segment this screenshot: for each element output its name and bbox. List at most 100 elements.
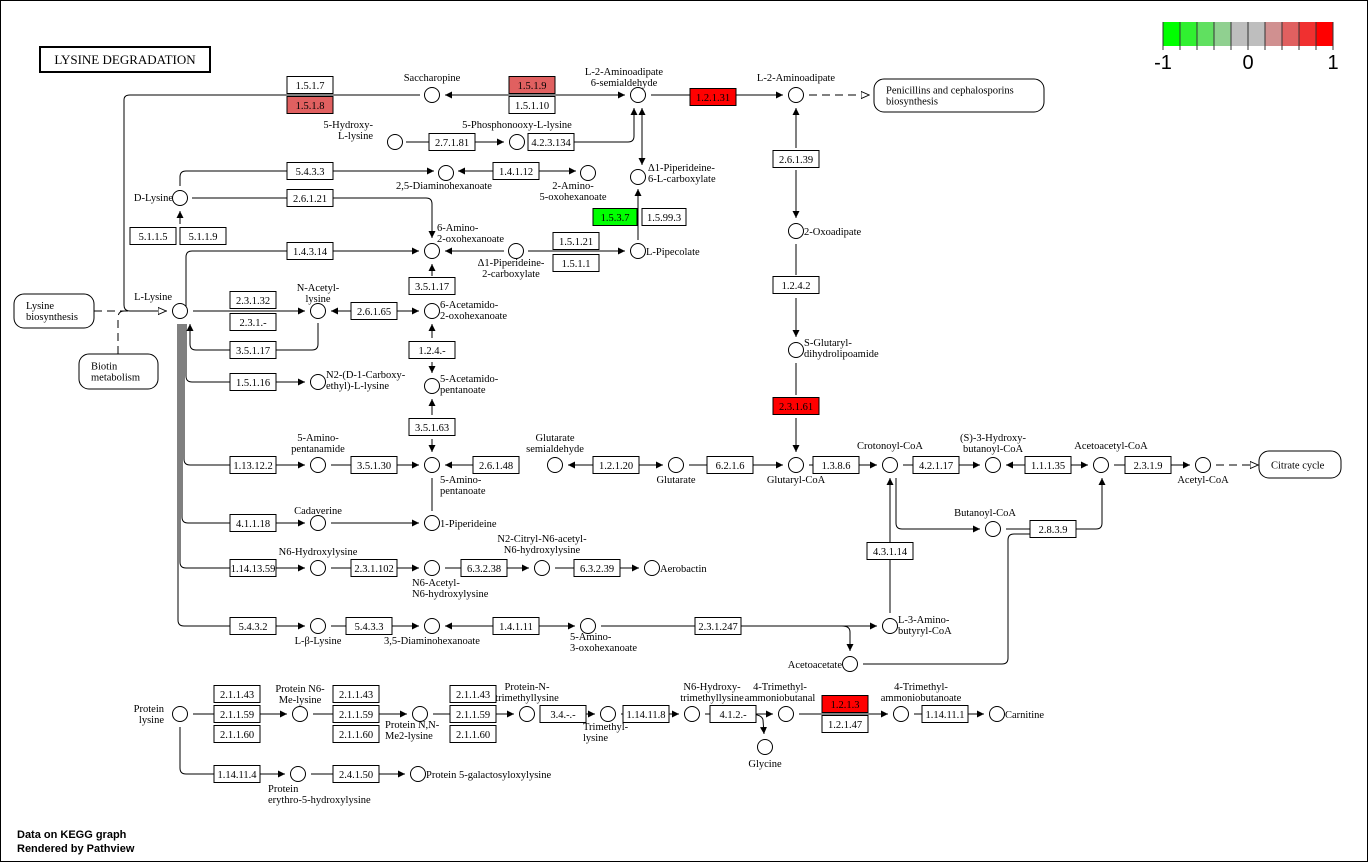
enzyme-box[interactable]: 1.13.12.2: [229, 456, 277, 474]
compound-node[interactable]: Cadaverine: [294, 506, 342, 531]
compound-node[interactable]: Trimethyl-lysine: [583, 706, 629, 745]
enzyme-box[interactable]: 1.5.1.7: [286, 76, 334, 94]
enzyme-box[interactable]: 5.4.3.3: [345, 617, 393, 635]
compound-node[interactable]: 1-Piperideine: [424, 515, 497, 531]
enzyme-box[interactable]: 1.5.1.21: [552, 232, 600, 250]
enzyme-rect[interactable]: [492, 617, 540, 635]
compound-circle[interactable]: [882, 457, 898, 473]
enzyme-box[interactable]: 2.1.1.60: [449, 725, 497, 743]
compound-circle[interactable]: [1093, 457, 1109, 473]
enzyme-rect[interactable]: [229, 456, 277, 474]
enzyme-box[interactable]: 4.2.1.17: [912, 456, 960, 474]
enzyme-rect[interactable]: [1124, 456, 1172, 474]
compound-node[interactable]: Glycine: [748, 739, 782, 771]
enzyme-rect[interactable]: [350, 302, 398, 320]
enzyme-rect[interactable]: [229, 617, 277, 635]
compound-node[interactable]: N6-Hydroxy-trimethyllysine: [680, 682, 744, 722]
compound-circle[interactable]: [310, 374, 326, 390]
enzyme-box[interactable]: 2.6.1.65: [350, 302, 398, 320]
enzyme-rect[interactable]: [213, 725, 261, 743]
compound-node[interactable]: 3,5-Diaminohexanoate: [384, 618, 480, 648]
enzyme-rect[interactable]: [408, 341, 456, 359]
compound-circle[interactable]: [630, 169, 646, 185]
compound-node[interactable]: L-2-Aminoadipate: [757, 73, 835, 103]
enzyme-rect[interactable]: [213, 705, 261, 723]
enzyme-box[interactable]: 1.2.1.3: [821, 695, 869, 713]
enzyme-box[interactable]: 2.3.1.9: [1124, 456, 1172, 474]
enzyme-box[interactable]: 5.1.1.5: [129, 227, 177, 245]
compound-circle[interactable]: [410, 766, 426, 782]
compound-node[interactable]: Saccharopine: [404, 73, 461, 103]
enzyme-rect[interactable]: [213, 765, 261, 783]
enzyme-rect[interactable]: [345, 617, 393, 635]
enzyme-box[interactable]: 1.2.1.47: [821, 715, 869, 733]
compound-node[interactable]: N-Acetyl-lysine: [297, 283, 340, 319]
compound-circle[interactable]: [788, 457, 804, 473]
enzyme-rect[interactable]: [573, 559, 621, 577]
compound-circle[interactable]: [310, 515, 326, 531]
compound-circle[interactable]: [757, 739, 773, 755]
enzyme-rect[interactable]: [229, 313, 277, 331]
enzyme-rect[interactable]: [332, 765, 380, 783]
enzyme-rect[interactable]: [508, 96, 556, 114]
enzyme-box[interactable]: 3.5.1.30: [350, 456, 398, 474]
enzyme-rect[interactable]: [552, 254, 600, 272]
compound-circle[interactable]: [630, 87, 646, 103]
enzyme-box[interactable]: 1.14.11.1: [921, 705, 969, 723]
compound-circle[interactable]: [424, 87, 440, 103]
enzyme-rect[interactable]: [286, 189, 334, 207]
compound-node[interactable]: L-Lysine: [134, 292, 188, 319]
enzyme-rect[interactable]: [622, 705, 670, 723]
compound-node[interactable]: Δ1-Piperideine-6-L-carboxylate: [630, 163, 716, 185]
enzyme-rect[interactable]: [332, 685, 380, 703]
enzyme-rect[interactable]: [539, 705, 587, 723]
enzyme-rect[interactable]: [772, 397, 820, 415]
compound-node[interactable]: N6-Acetyl-N6-hydroxylysine: [412, 560, 489, 601]
compound-node[interactable]: Protein N6-Me-lysine: [275, 684, 325, 722]
compound-circle[interactable]: [509, 134, 525, 150]
enzyme-rect[interactable]: [449, 685, 497, 703]
compound-node[interactable]: Δ1-Piperideine-2-carboxylate: [478, 243, 545, 281]
compound-node[interactable]: L-β-Lysine: [295, 618, 342, 648]
compound-circle[interactable]: [989, 706, 1005, 722]
enzyme-rect[interactable]: [449, 705, 497, 723]
enzyme-box[interactable]: 4.3.1.14: [866, 542, 914, 560]
enzyme-box[interactable]: 1.14.13.59: [229, 559, 277, 577]
compound-node[interactable]: L-3-Amino-butyryl-CoA: [882, 615, 953, 637]
compound-circle[interactable]: [600, 706, 616, 722]
enzyme-box[interactable]: 2.1.1.60: [213, 725, 261, 743]
enzyme-box[interactable]: 3.5.1.63: [408, 418, 456, 436]
compound-node[interactable]: 6-Amino-2-oxohexanoate: [424, 223, 505, 259]
enzyme-box[interactable]: 3.5.1.17: [408, 277, 456, 295]
compound-circle[interactable]: [684, 706, 700, 722]
enzyme-rect[interactable]: [229, 559, 277, 577]
enzyme-rect[interactable]: [229, 514, 277, 532]
compound-circle[interactable]: [310, 457, 326, 473]
compound-circle[interactable]: [172, 303, 188, 319]
compound-circle[interactable]: [310, 618, 326, 634]
map-rect[interactable]: [78, 353, 159, 390]
enzyme-rect[interactable]: [428, 133, 476, 151]
enzyme-rect[interactable]: [772, 276, 820, 294]
enzyme-box[interactable]: 1.3.8.6: [812, 456, 860, 474]
compound-circle[interactable]: [788, 223, 804, 239]
compound-circle[interactable]: [788, 87, 804, 103]
compound-circle[interactable]: [424, 515, 440, 531]
enzyme-box[interactable]: 5.4.3.3: [286, 162, 334, 180]
enzyme-rect[interactable]: [641, 208, 687, 226]
enzyme-box[interactable]: 1.2.4.2: [772, 276, 820, 294]
compound-node[interactable]: 5-Hydroxy-L-lysine: [323, 120, 403, 150]
enzyme-box[interactable]: 2.3.1.32: [229, 291, 277, 309]
compound-node[interactable]: Acetoacetate: [788, 656, 858, 672]
enzyme-rect[interactable]: [812, 456, 860, 474]
enzyme-rect[interactable]: [912, 456, 960, 474]
pathway-map-link[interactable]: Citrate cycle: [1258, 450, 1342, 479]
compound-node[interactable]: Glutarate: [656, 457, 696, 487]
enzyme-rect[interactable]: [921, 705, 969, 723]
compound-circle[interactable]: [412, 706, 428, 722]
enzyme-rect[interactable]: [286, 96, 334, 114]
compound-circle[interactable]: [290, 766, 306, 782]
compound-circle[interactable]: [424, 243, 440, 259]
